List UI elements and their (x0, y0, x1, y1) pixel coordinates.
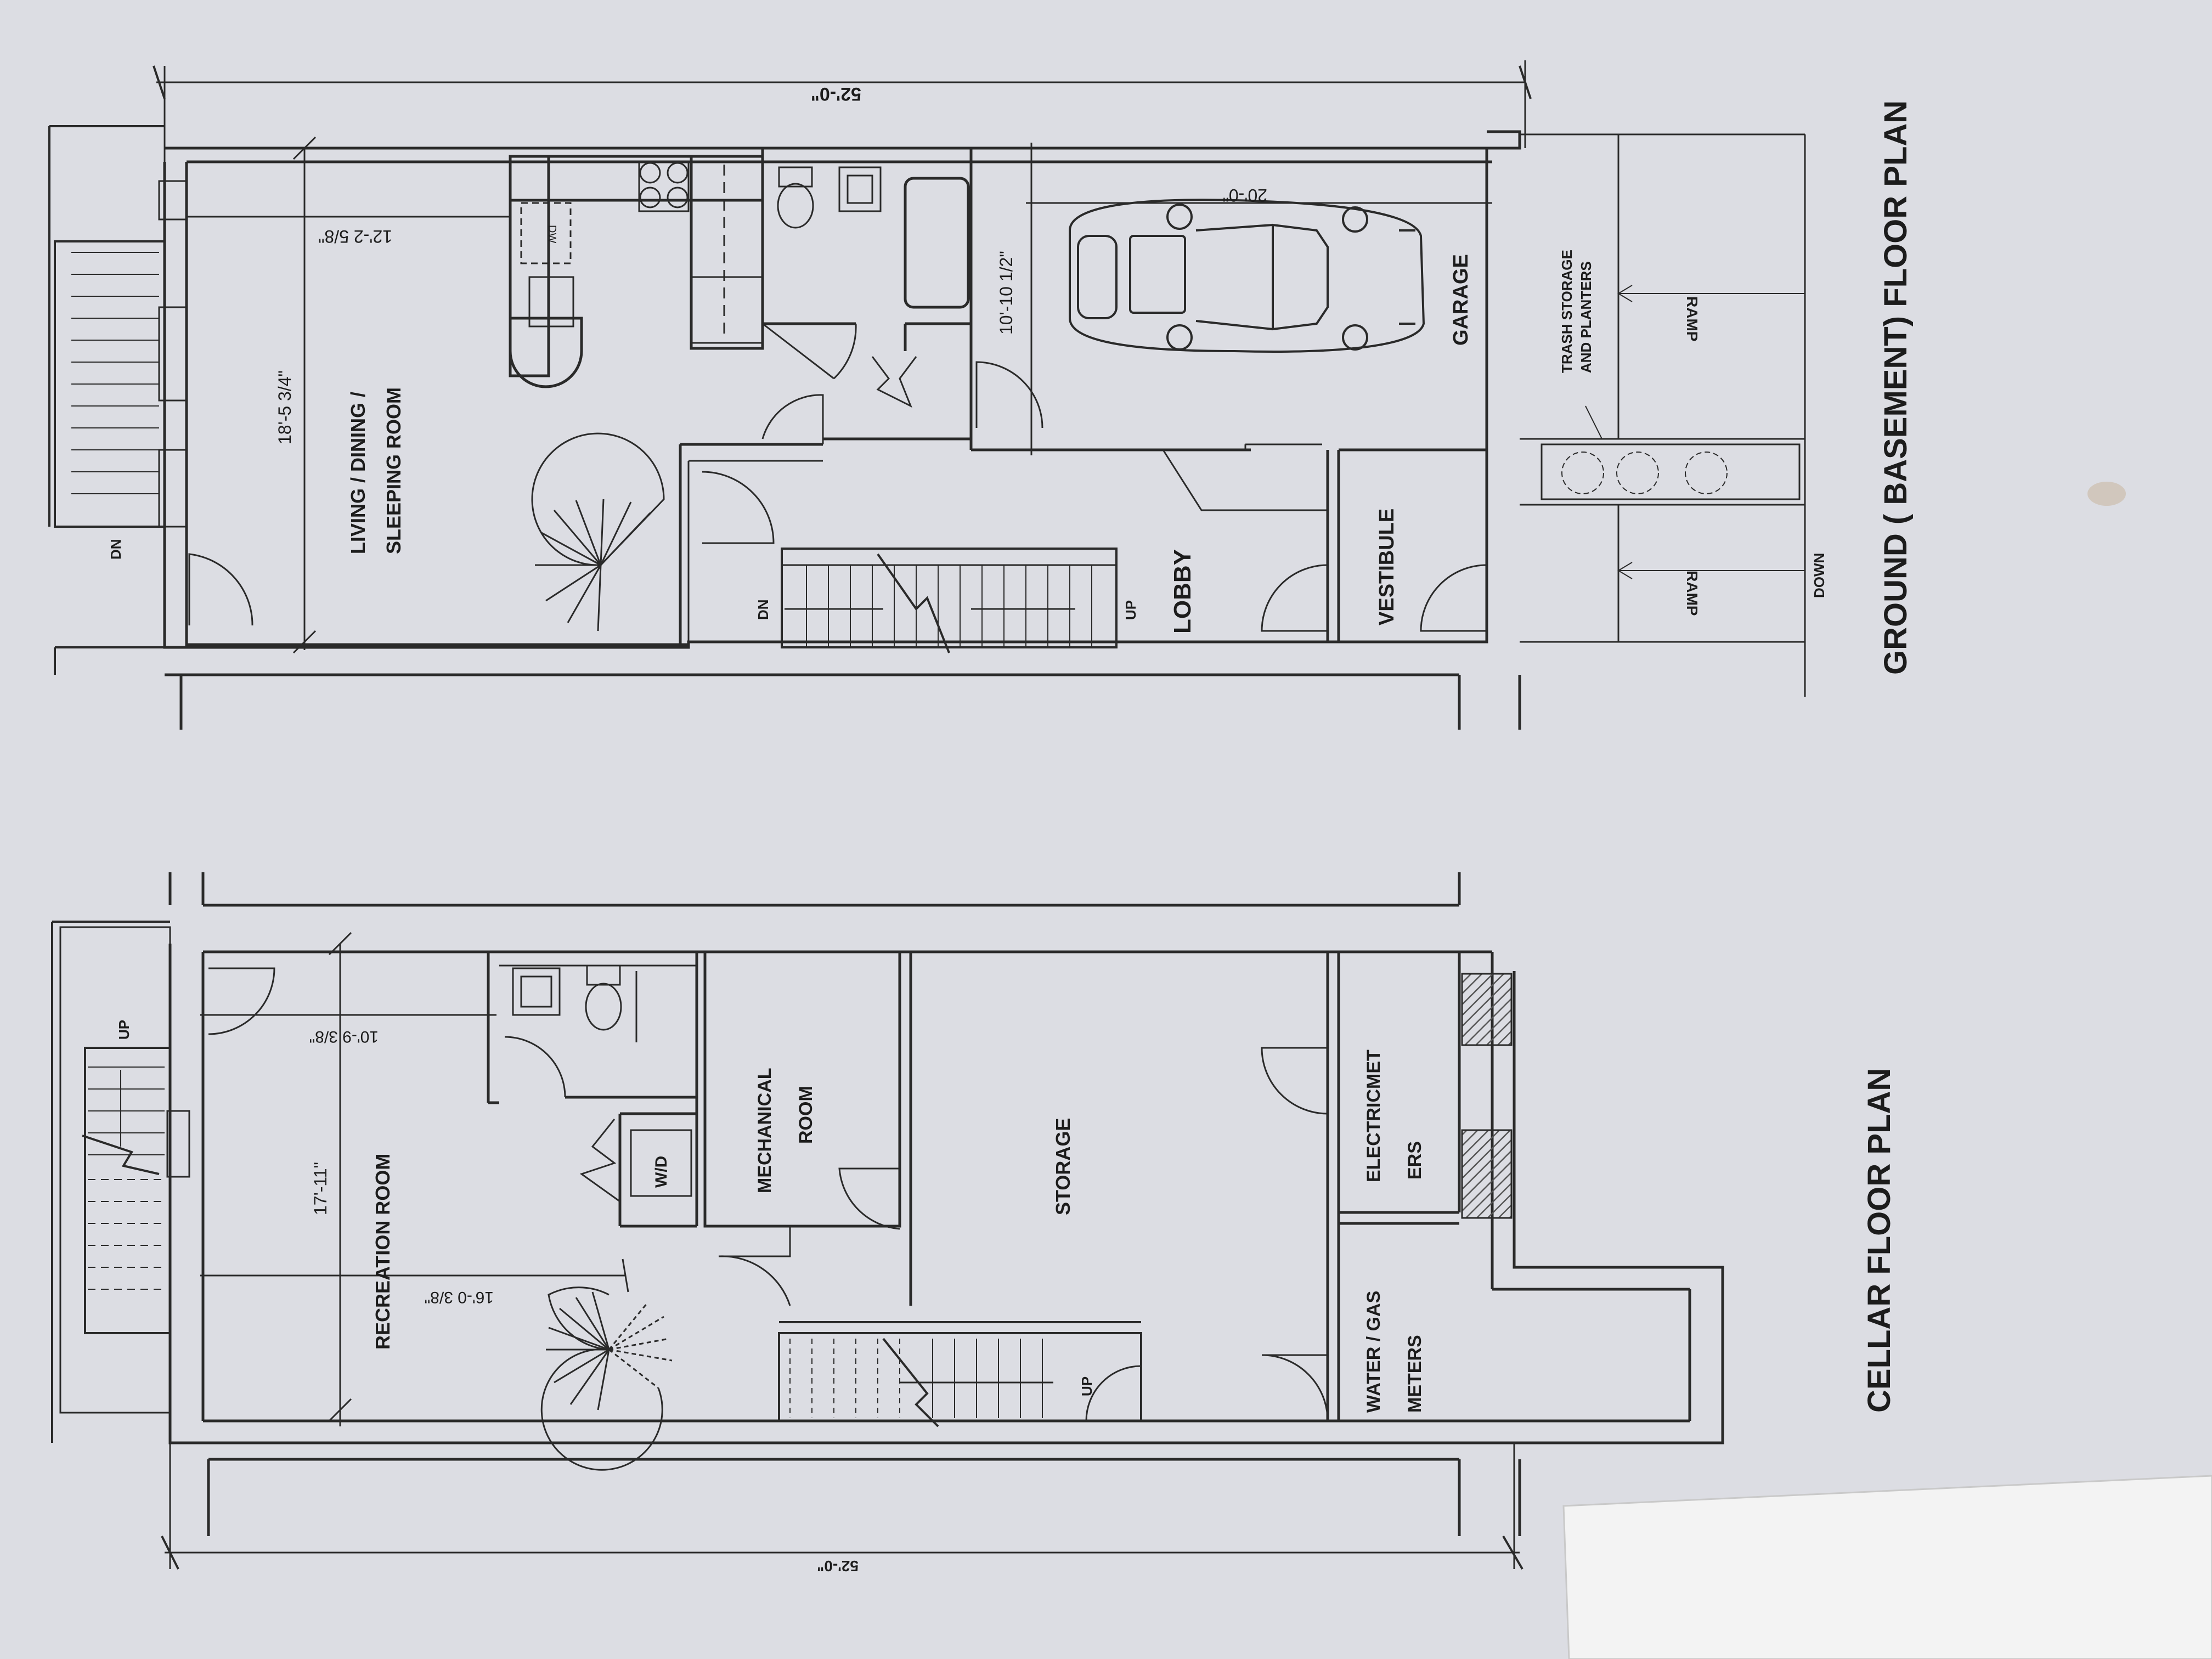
cellar-front-stair (84, 1047, 171, 1334)
rec-width-dim: 10'-9 3/8" (309, 1028, 379, 1046)
electric-meter-hatch-1 (1461, 973, 1513, 1046)
lobby-label: LOBBY (1169, 549, 1196, 634)
cellar-overall-dim: 52'-0" (817, 1558, 859, 1575)
ground-dn-front: DN (108, 539, 124, 560)
ground-outer-wall (163, 130, 1521, 649)
electric-meters-label-1: ELECTRICMET (1363, 1049, 1384, 1182)
vestibule-label: VESTIBULE (1375, 509, 1398, 625)
trash-label-2: AND PLANTERS (1578, 261, 1594, 373)
cellar-floor-plan (51, 872, 1724, 1570)
electric-meter-hatch-2 (1461, 1129, 1513, 1219)
living-width-dim: 12'-2 5/8" (318, 227, 392, 246)
dw-label: DW (546, 225, 558, 243)
living-room-label-2: SLEEPING ROOM (382, 387, 405, 554)
electric-meters-label-2: ERS (1404, 1141, 1425, 1180)
recreation-room-label: RECREATION ROOM (371, 1154, 394, 1350)
ground-overall-dim: 52'-0" (811, 83, 861, 104)
mechanical-room-label-1: MECHANICAL (754, 1068, 775, 1193)
ground-plan-title: GROUND ( BASEMENT) FLOOR PLAN (1878, 100, 1914, 675)
car-icon (1069, 199, 1425, 353)
rec-depth-dim: 17'-11" (311, 1162, 330, 1215)
ramp-label-top: RAMP (1684, 296, 1701, 341)
overlay-paper (1562, 1475, 2212, 1659)
wd-label: W/D (652, 1156, 670, 1188)
ground-floor-plan (48, 60, 1806, 730)
water-gas-label-2: METERS (1404, 1335, 1425, 1413)
ground-dn-stair: DN (755, 599, 771, 620)
cellar-plan-title: CELLAR FLOOR PLAN (1861, 1068, 1897, 1413)
garage-depth-dim: 20'-0" (1222, 185, 1267, 205)
cellar-main-stair (778, 1332, 1142, 1422)
mechanical-room (703, 950, 901, 1228)
planters (1541, 443, 1801, 500)
rec-length-dim: 16'-0 3/8" (425, 1288, 494, 1306)
ground-up-stair: UP (1122, 600, 1139, 620)
ground-text-layer: GROUND ( BASEMENT) FLOOR PLAN 52'-0" LIV… (108, 83, 1914, 675)
ramp-label-bottom: RAMP (1684, 571, 1701, 616)
washer-dryer (630, 1129, 692, 1197)
mechanical-room-label-2: ROOM (795, 1086, 816, 1144)
cellar-spiral-stair (540, 1286, 673, 1471)
cellar-text-layer: CELLAR FLOOR PLAN 52'-0" RECREATION ROOM… (116, 1020, 1897, 1575)
cellar-up-stair: UP (1079, 1376, 1095, 1396)
ground-spiral-stair (531, 432, 665, 631)
down-label: DOWN (1811, 553, 1827, 598)
ground-front-stair (54, 240, 166, 528)
storage-label: STORAGE (1052, 1118, 1074, 1215)
paper-stain (2087, 482, 2126, 506)
water-gas-label-1: WATER / GAS (1363, 1291, 1384, 1413)
living-depth-dim: 18'-5 3/4" (275, 370, 295, 444)
garage-width-dim: 10'-10 1/2" (996, 251, 1016, 335)
garage-label: GARAGE (1449, 254, 1472, 346)
trash-label-1: TRASH STORAGE (1559, 250, 1575, 373)
ground-main-stair (781, 548, 1118, 648)
cellar-up-front: UP (116, 1020, 132, 1040)
living-room-label-1: LIVING / DINING / (347, 392, 369, 554)
